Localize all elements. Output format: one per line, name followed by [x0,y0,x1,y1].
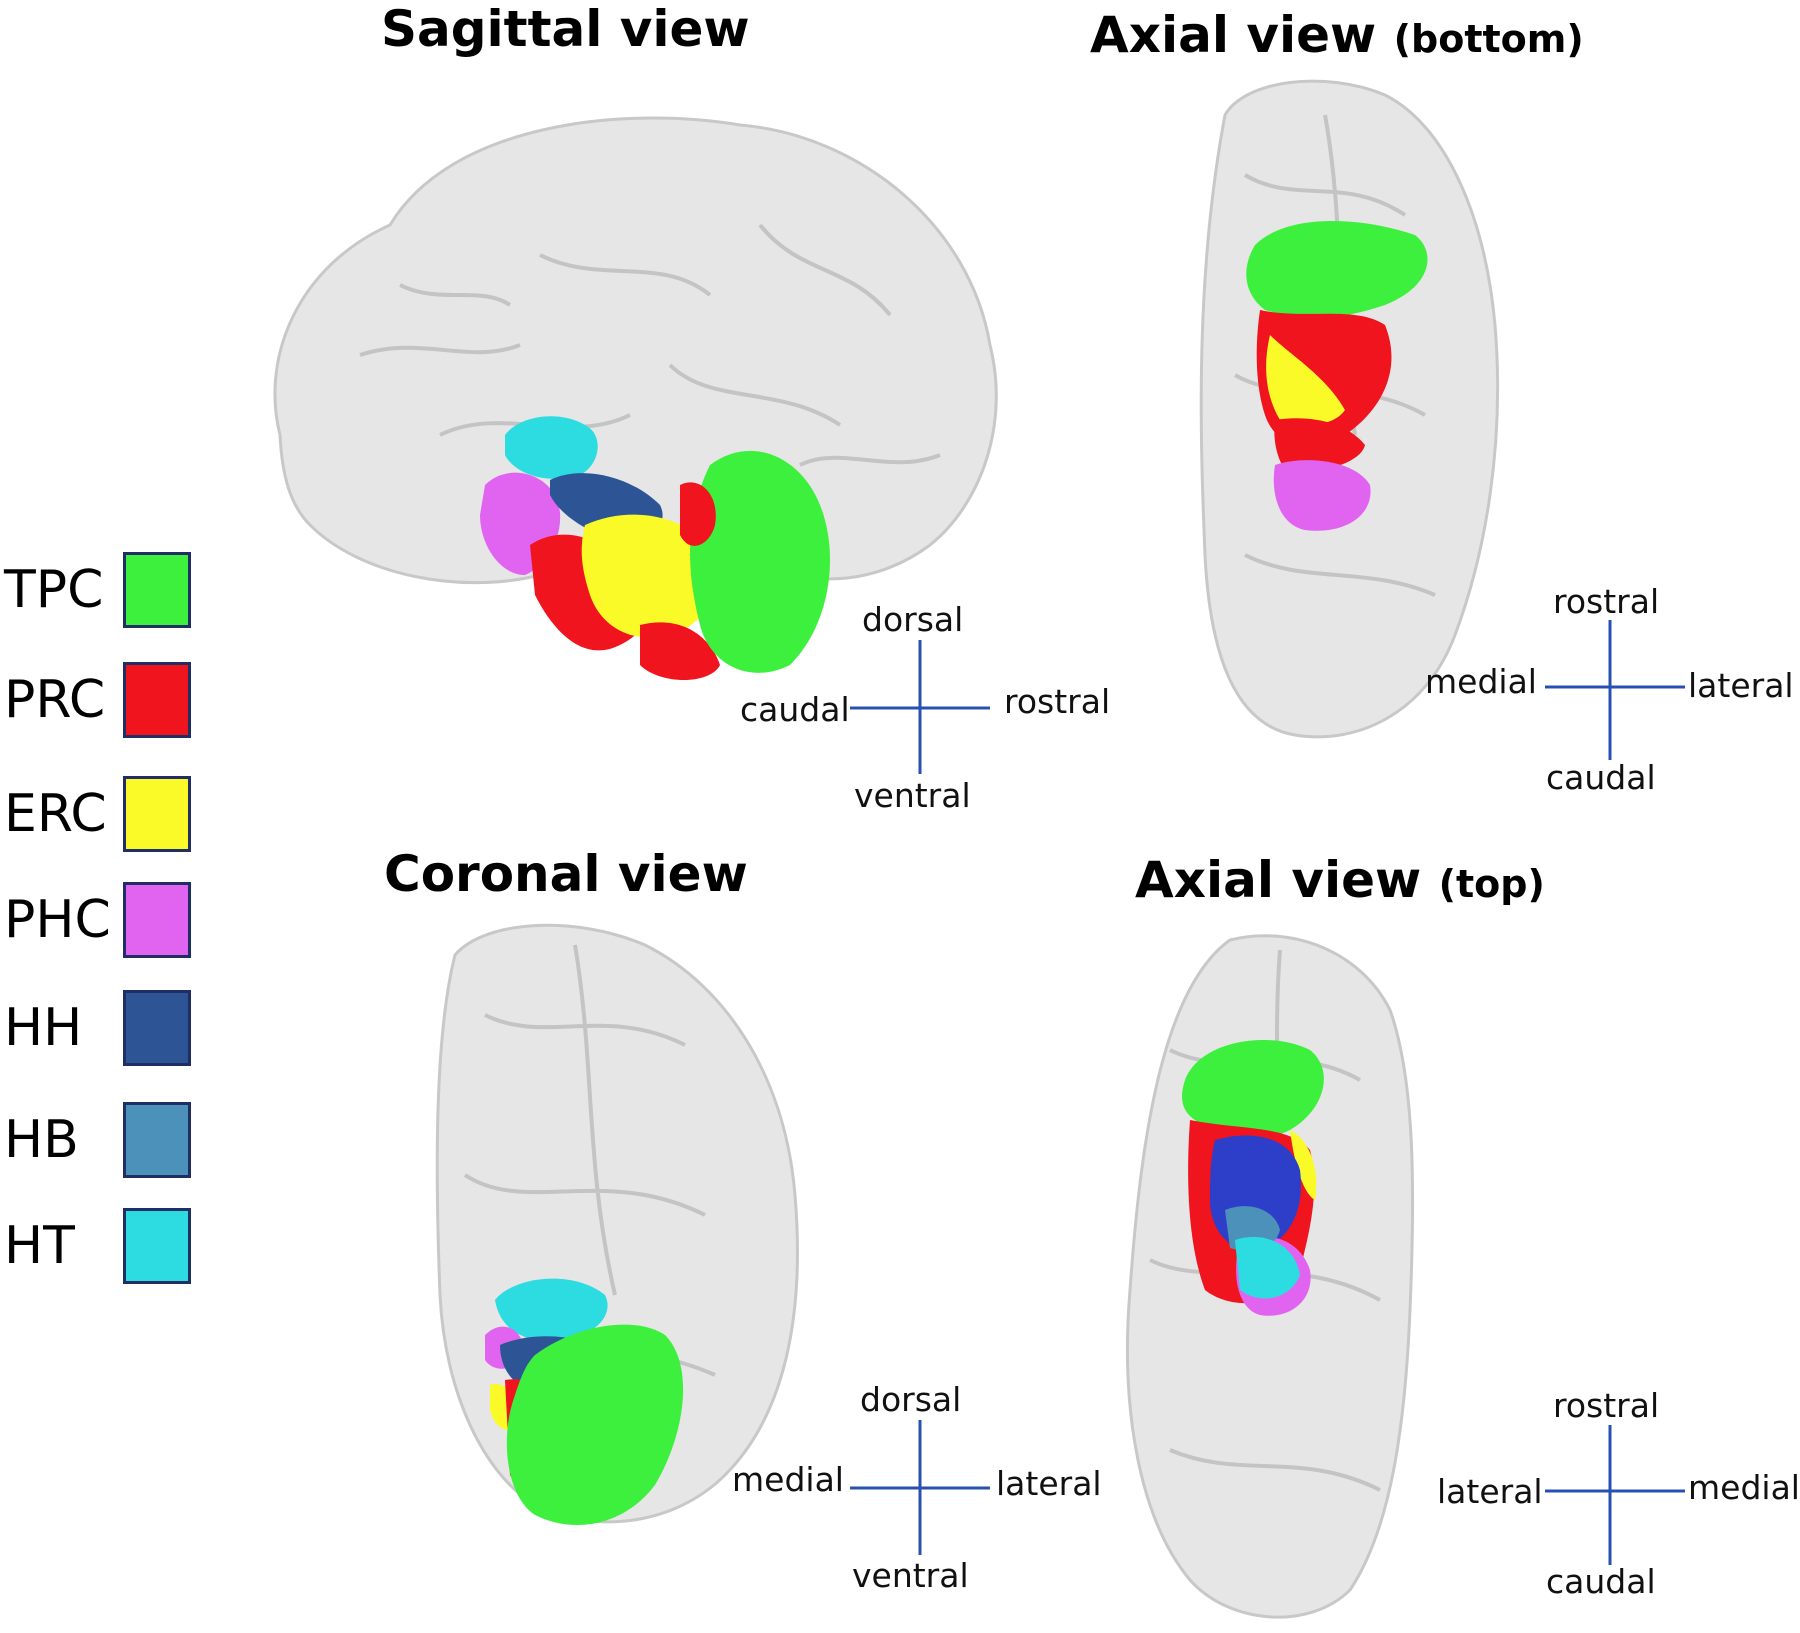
legend-item-hh: HH [0,990,200,1070]
sagittal-brain-render [273,116,998,680]
axial-top-view-title: Axial view (top) [1135,851,1545,909]
coronal-axis-dorsal: dorsal [860,1380,962,1419]
axial-top-orientation-cross [1545,1425,1685,1565]
axial-bottom-axis-medial: medial [1425,662,1537,701]
legend-item-tpc: TPC [0,552,200,632]
sagittal-ht-region [505,416,598,479]
sagittal-brain-outline [273,116,998,605]
sagittal-orientation-cross [850,640,990,774]
coronal-axis-ventral: ventral [852,1556,969,1595]
coronal-axis-lateral: lateral [996,1464,1102,1503]
coronal-ht-region [495,1278,608,1341]
coronal-axis-medial: medial [732,1460,844,1499]
axial-bottom-erc-region [1266,335,1345,426]
sagittal-tpc-region [690,450,830,673]
axial-bottom-axis-rostral: rostral [1553,582,1660,621]
legend-swatch-erc [123,776,191,852]
axial-bottom-axis-caudal: caudal [1546,758,1656,797]
legend-item-ht: HT [0,1208,200,1288]
sagittal-erc-region [581,514,718,638]
legend-swatch-hb [123,1102,191,1178]
axial-top-erc-region [1290,1130,1317,1200]
sagittal-prc-region-3 [680,482,716,546]
axial-top-axis-rostral: rostral [1553,1386,1660,1425]
legend-item-phc: PHC [0,882,200,962]
axial-top-tpc-region [1182,1040,1324,1139]
legend-item-hb: HB [0,1102,200,1182]
axial-bottom-axis-lateral: lateral [1688,666,1794,705]
axial-top-axis-medial: medial [1688,1468,1800,1507]
legend-swatch-ht [123,1208,191,1284]
legend-swatch-hh [123,990,191,1066]
legend-swatch-phc [123,882,191,958]
sagittal-axis-ventral: ventral [854,776,971,815]
coronal-orientation-cross [850,1420,990,1555]
legend-item-prc: PRC [0,662,200,742]
axial-bottom-tpc-region [1246,221,1428,318]
legend-swatch-tpc [123,552,191,628]
axial-top-axis-caudal: caudal [1546,1562,1656,1601]
coronal-brain-render [435,923,799,1525]
axial-bottom-orientation-cross [1545,620,1685,760]
sagittal-axis-caudal: caudal [740,690,850,729]
legend-item-erc: ERC [0,776,200,856]
axial-top-ht-region [1235,1236,1300,1299]
sagittal-prc-region-2 [640,622,720,680]
coronal-tpc-region [506,1324,684,1525]
axial-top-brain-render [1126,934,1415,1619]
sagittal-axis-dorsal: dorsal [862,600,964,639]
axial-top-axis-lateral: lateral [1437,1472,1543,1511]
sagittal-axis-rostral: rostral [1004,682,1111,721]
axial-bottom-view-title: Axial view (bottom) [1090,6,1584,64]
coronal-sulci [463,944,716,1377]
sagittal-view-title: Sagittal view [381,0,750,58]
axial-bottom-brain-render [1199,79,1500,739]
legend-swatch-prc [123,662,191,738]
coronal-view-title: Coronal view [384,845,748,903]
axial-bottom-phc-region [1273,460,1371,531]
axial-bottom-prc-region-2 [1274,418,1365,472]
